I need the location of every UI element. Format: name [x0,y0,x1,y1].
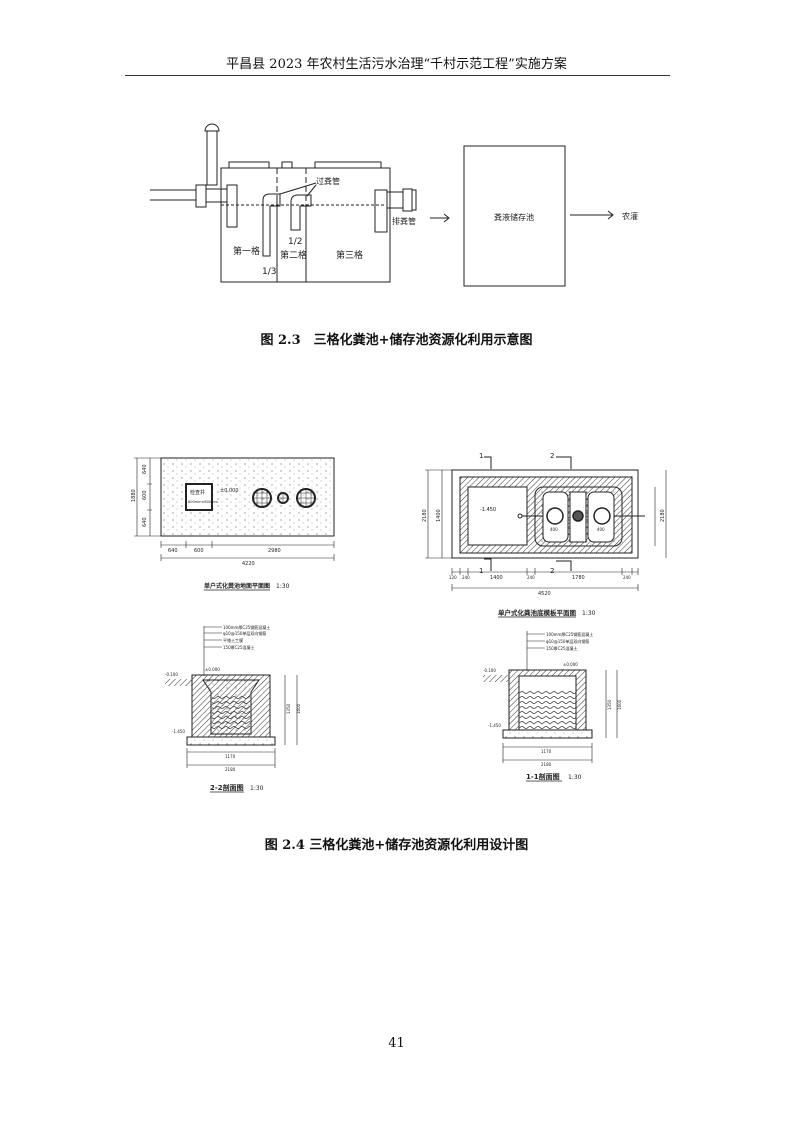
page-number: 41 [388,1036,405,1051]
ground-plan-title: 单户式化粪池地面平面图 [204,582,270,590]
elev: -0.100 [483,668,496,673]
chamber1-label: 第一格 [233,245,260,257]
dim: 1780 [572,575,585,581]
note: 150厚C25混凝土 [546,645,578,651]
dim-total: 1880 [131,489,137,502]
dim: 1170 [541,749,552,754]
bottom-plan-drawing: -1.450 1 1 2 2 120 240 1400 240 1780 240… [422,452,667,618]
dim: 1350 [286,703,291,714]
storage-tank-label: 粪液储存池 [494,212,534,222]
dim: 240 [623,575,631,580]
dim: 600 [194,548,204,554]
dim-total: 1600 [617,699,622,710]
dim-total: 2180 [422,509,428,522]
chamber3-label: 第三格 [336,249,363,261]
dim: 2980 [268,548,281,554]
dim: 400 [597,527,605,532]
dim: 640 [168,548,178,554]
dim: 400 [550,527,558,532]
chamber2-label: 第二格 [280,249,307,261]
section-1-1-drawing: 100mm厚C25钢筋混凝土 φ10@150单层双向钢筋 150厚C25混凝土 … [483,631,622,782]
dim: 240 [462,575,470,580]
discharge-pipe-label: 排粪管 [392,216,416,226]
scale: 1:30 [250,785,264,792]
ground-elev: ±0.000 [220,488,239,494]
transfer-pipe-label: 过粪管 [316,176,340,186]
note: 150厚C25混凝土 [223,644,255,650]
dim: 640 [142,464,148,474]
dim-total: 2180 [541,762,552,767]
section-mark: 2 [550,567,554,575]
elev: -1.450 [172,729,185,734]
dim: 1400 [490,575,503,581]
section-1-1-title: 1-1剖面图 [526,772,560,781]
dim: 1400 [436,509,442,522]
section-2-2-title: 2-2剖面图 [210,783,244,792]
figure-2-4-caption: 图 2.4 三格化粪池+储存池资源化利用设计图 [264,838,529,853]
scale: 1:30 [582,610,596,617]
elev: -0.100 [165,672,178,677]
section-2-2-drawing: 100mm厚C25钢筋混凝土 φ10@150单层双向钢筋 平铺土工膜 150厚C… [165,624,301,793]
dim-total: 1600 [296,703,301,714]
dim: 1170 [225,754,236,759]
figure-2-3-caption: 图 2.3 三格化粪池+储存池资源化利用示意图 [260,333,533,348]
note: 平铺土工膜 [223,637,243,643]
scale: 1:30 [276,583,290,590]
dim: 1350 [607,699,612,710]
section-mark: 1 [479,452,483,460]
note: φ10@150单层双向钢筋 [223,630,266,636]
irrigation-label: 农灌 [622,211,638,221]
dim: 640 [142,517,148,527]
note: 100mm厚C25钢筋混凝土 [223,624,270,630]
manhole-size: 600mm×600mm [188,500,219,504]
elev: ±0.000 [205,667,220,672]
third-label: 1/3 [262,267,276,277]
dim-total: 4520 [538,591,551,597]
dim: 600 [142,490,148,500]
elev: ±0.000 [563,662,578,667]
dim-total: 2180 [225,767,236,772]
dim-total: 4220 [242,561,255,567]
bottom-elev: -1.450 [480,507,496,513]
half-label: 1/2 [288,237,302,247]
note: 100mm厚C25钢筋混凝土 [546,631,593,637]
manhole-label: 检查井 [190,489,205,496]
dim: 240 [527,575,535,580]
running-header: 平昌县 2023 年农村生活污水治理“千村示范工程”实施方案 [226,57,567,72]
septic-tank-schematic: 第一格 第二格 第三格 1/2 1/3 过粪管 排粪管 粪液储存池 农灌 [150,123,638,287]
section-mark: 2 [550,452,554,460]
dim: 120 [449,575,457,580]
elev: -1.450 [488,723,501,728]
dim-total: 2180 [660,509,666,522]
bottom-plan-title: 单户式化粪池底模板平面图 [498,608,577,617]
scale: 1:30 [568,774,582,781]
note: φ10@150单层双向钢筋 [546,638,589,644]
section-mark: 1 [479,567,483,575]
ground-plan-drawing: 检查井 600mm×600mm ±0.000 640 600 2980 4220… [131,457,335,591]
header-rule [125,75,670,76]
